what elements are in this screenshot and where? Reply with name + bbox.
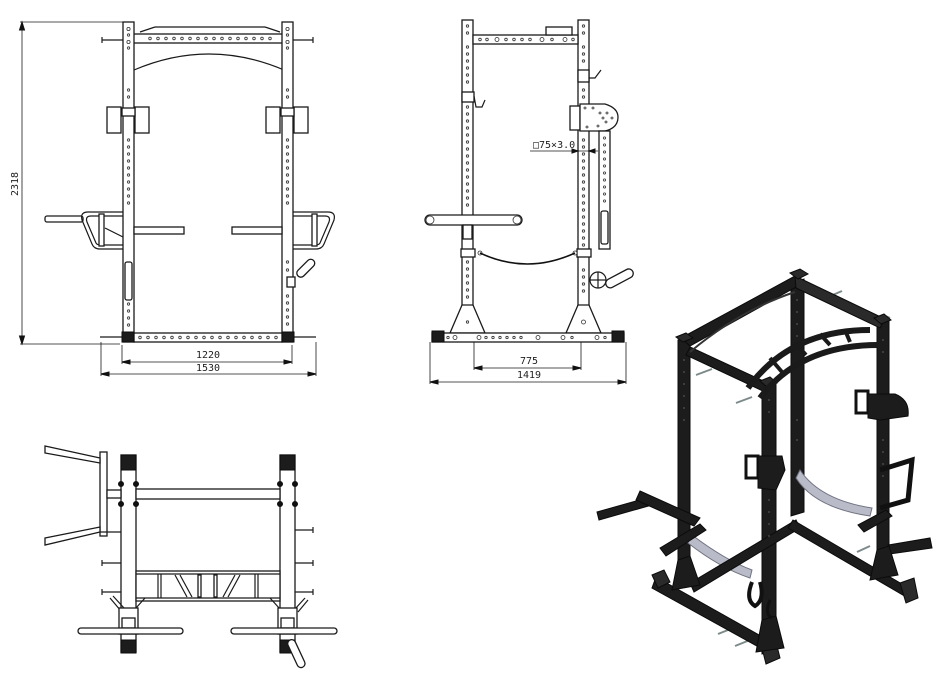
post-holes-left xyxy=(126,26,131,327)
side-view xyxy=(424,19,634,385)
side-top-holes xyxy=(478,37,575,42)
plate-holes xyxy=(583,106,614,129)
top-view xyxy=(44,445,338,669)
front-view xyxy=(18,20,335,377)
iso-view xyxy=(596,268,933,665)
arm-holes xyxy=(603,136,607,203)
bottom-holes xyxy=(138,335,278,340)
base-holes xyxy=(446,335,607,340)
post-holes-right xyxy=(285,26,290,326)
crossbar-holes xyxy=(148,36,272,41)
